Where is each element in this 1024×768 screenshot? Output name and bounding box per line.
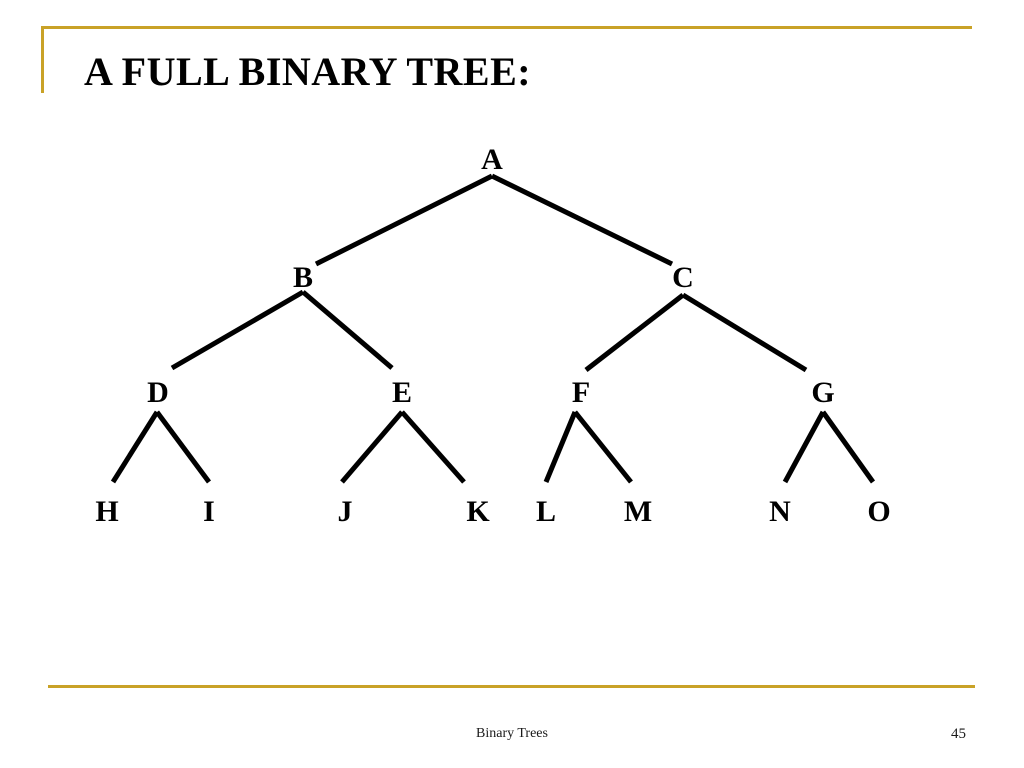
tree-node-k: K [466,495,490,528]
tree-node-m: M [623,495,653,528]
tree-edge-a-b [314,173,494,267]
tree-node-e: E [391,376,413,409]
tree-edge-a-c [490,173,674,267]
tree-edge-e-k [400,410,466,484]
tree-node-g: G [811,376,835,409]
tree-node-l: L [535,495,557,528]
footer-note: Binary Trees [476,726,548,741]
tree-node-f: F [571,376,591,409]
tree-node-a: A [481,143,503,176]
tree-node-d: D [147,376,169,409]
tree-edge-group [110,173,876,484]
tree-edge-d-i [154,410,212,484]
title-border-horizontal-rule [41,26,972,29]
tree-node-n: N [769,495,791,528]
footer-rule [48,685,975,688]
tree-edge-e-j [340,410,404,484]
tree-node-i: I [203,495,215,528]
tree-edge-g-o [820,410,876,484]
tree-node-h: H [95,495,119,528]
tree-edge-d-h [110,410,160,484]
tree-node-b: B [292,261,314,294]
tree-node-c: C [672,261,694,294]
tree-edge-g-n [782,410,826,484]
tree-edges-svg [110,173,876,484]
tree-edge-f-l [543,411,578,483]
footer-page-number: 45 [951,726,966,742]
tree-edge-f-m [573,410,633,484]
title-border-vertical-rule [41,26,44,93]
tree-edge-b-d [170,289,305,371]
tree-edge-b-e [301,290,394,370]
binary-tree-diagram: A B C D E F G H I J K L M N O [95,143,891,528]
page-title: A FULL BINARY TREE: [84,49,532,94]
tree-edge-c-f [584,293,685,372]
tree-node-o: O [867,495,891,528]
tree-node-j: J [337,495,353,528]
tree-edge-c-g [681,292,808,373]
